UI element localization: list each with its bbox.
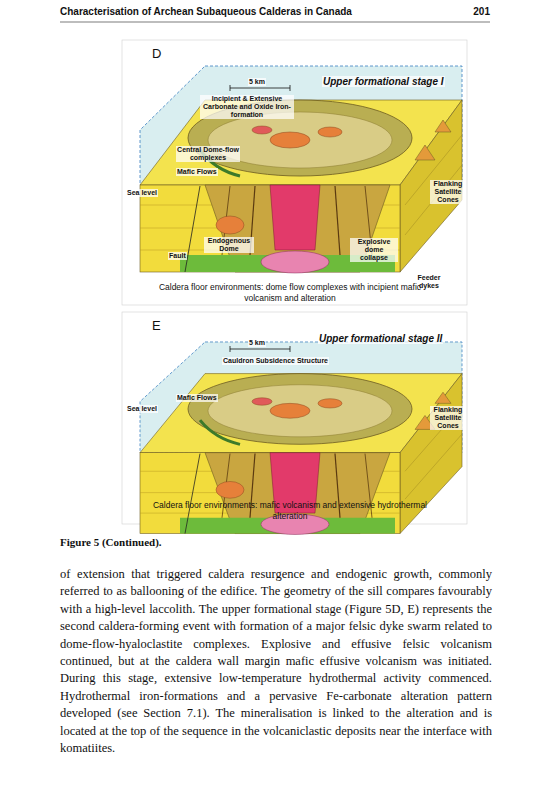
panel-caption: Caldera floor environments: dome flow co…: [140, 282, 440, 304]
body-paragraph: of extension that triggered caldera resu…: [60, 566, 492, 757]
scale-label: 5 km: [248, 78, 266, 86]
callout-label: Sea level: [126, 405, 158, 413]
callout-label: Sea level: [126, 189, 158, 197]
panel-caption: Caldera floor environments: mafic volcan…: [140, 500, 440, 522]
figure-caption: Figure 5 (Continued).: [60, 536, 162, 548]
callout-label: Explosive dome collapse: [350, 238, 398, 262]
callout-label: Flanking Satellite Cones: [430, 180, 466, 204]
stage-title: Upper formational stage I: [322, 76, 445, 87]
panel-letter: E: [152, 318, 161, 333]
callout-label: Cauldron Subsidence Structure: [222, 357, 329, 365]
scale-label: 5 km: [248, 339, 266, 347]
callout-label: Flanking Satellite Cones: [430, 406, 466, 430]
callout-label: Mafic Flows: [176, 394, 218, 402]
callout-label: Endogenous Dome: [204, 237, 254, 253]
panel-letter: D: [152, 46, 161, 61]
callout-label: Central Dome-flow complexes: [176, 146, 240, 162]
stage-title: Upper formational stage II: [318, 333, 443, 344]
running-head: Characterisation of Archean Subaqueous C…: [60, 6, 352, 17]
callout-label: Mafic Flows: [176, 168, 218, 176]
callout-label: Fault: [168, 252, 187, 260]
page-number: 201: [440, 6, 490, 17]
callout-label: Incipient & Extensive Carbonate and Oxid…: [200, 95, 294, 119]
